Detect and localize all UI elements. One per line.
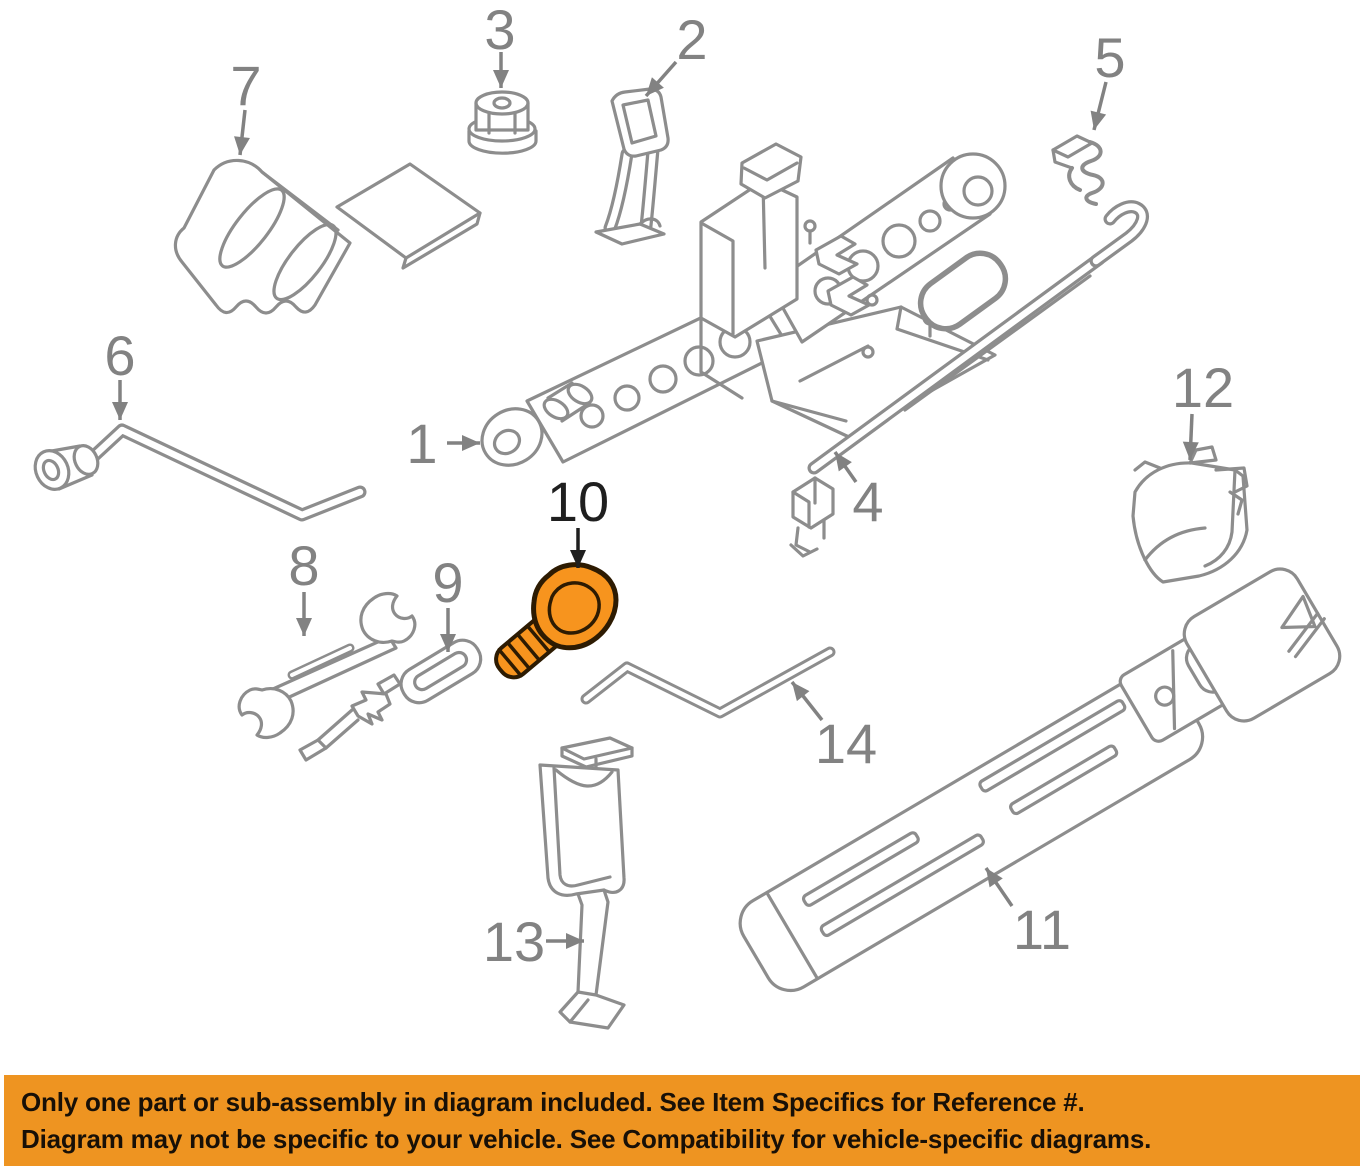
part-label-7: 7	[230, 54, 262, 117]
part-label-13: 13	[482, 910, 546, 973]
mounting-bracket-drawing	[538, 736, 634, 1030]
tool-case-drawing	[738, 567, 1342, 993]
notice-line-2: Diagram may not be specific to your vehi…	[21, 1124, 1152, 1154]
open-end-wrench-drawing	[237, 591, 417, 740]
part-label-1: 1	[406, 412, 438, 475]
part-label-12: 12	[1171, 356, 1235, 419]
part-label-8: 8	[288, 534, 320, 597]
part-label-4: 4	[852, 470, 884, 533]
cover-bracket-drawing	[1131, 445, 1249, 584]
part-label-14: 14	[814, 712, 878, 775]
part-label-11: 11	[1012, 898, 1072, 961]
tow-hook-drawing	[494, 562, 619, 680]
part-label-2: 2	[676, 8, 708, 71]
notice-line-1: Only one part or sub-assembly in diagram…	[21, 1087, 1085, 1117]
retaining-clip-drawing	[1051, 134, 1105, 206]
part-label-3: 3	[484, 0, 516, 61]
part-label-9: 9	[432, 551, 464, 614]
retaining-rod-drawing	[580, 646, 836, 719]
parts-diagram-drawing	[33, 52, 1342, 1030]
leader-arrows	[112, 52, 1199, 949]
jack-crank-handle-drawing	[789, 200, 1149, 558]
wheel-chock-drawing	[173, 158, 482, 315]
screwdriver-drawing	[298, 638, 483, 762]
part-label-10: 10	[546, 470, 610, 533]
jack-fitting-bracket-drawing	[594, 87, 670, 246]
part-label-6: 6	[104, 324, 136, 387]
wheel-brace-drawing	[33, 423, 367, 522]
notice-banner: Only one part or sub-assembly in diagram…	[4, 1075, 1360, 1166]
part-label-5: 5	[1094, 26, 1126, 89]
wheel-nut-drawing	[467, 90, 538, 155]
scissor-jack-drawing	[480, 142, 1007, 467]
